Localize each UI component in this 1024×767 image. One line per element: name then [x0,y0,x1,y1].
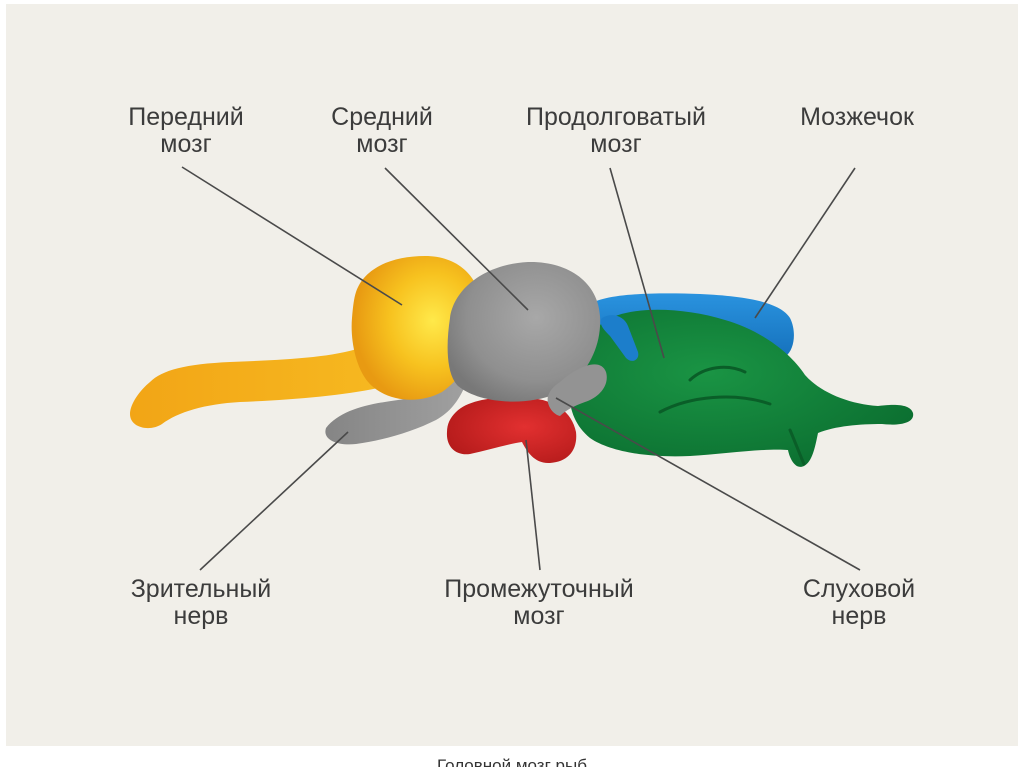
label-optic-nerve: Зрительный нерв [130,575,272,630]
medulla-detail [658,365,806,466]
leader-line-midbrain [384,167,529,311]
label-forebrain: Передний мозг [128,103,244,158]
label-cerebellum: Мозжечок [800,103,914,131]
medulla-shape [569,309,914,467]
leader-line-cerebellum [754,167,856,319]
label-medulla: Продолговатый мозг [526,103,706,158]
diagram-caption: Головной мозг рыб [437,756,587,767]
cerebellum-peduncle [600,315,639,361]
label-auditory-nerve: Слуховой нерв [802,575,916,630]
label-midbrain: Средний мозг [331,103,433,158]
leader-line-auditory-nerve [555,397,861,571]
leader-lines [181,166,861,571]
leader-line-optic-nerve [199,431,349,571]
label-diencephalon: Промежуточный мозг [444,575,634,630]
midbrain-shape [447,261,601,402]
leader-line-diencephalon [525,439,541,571]
forebrain-nerve-shape [130,348,378,429]
diencephalon-shape [446,397,577,464]
leader-line-medulla [609,167,665,359]
leader-line-forebrain [181,166,403,306]
auditory-nerve-root [547,364,607,416]
